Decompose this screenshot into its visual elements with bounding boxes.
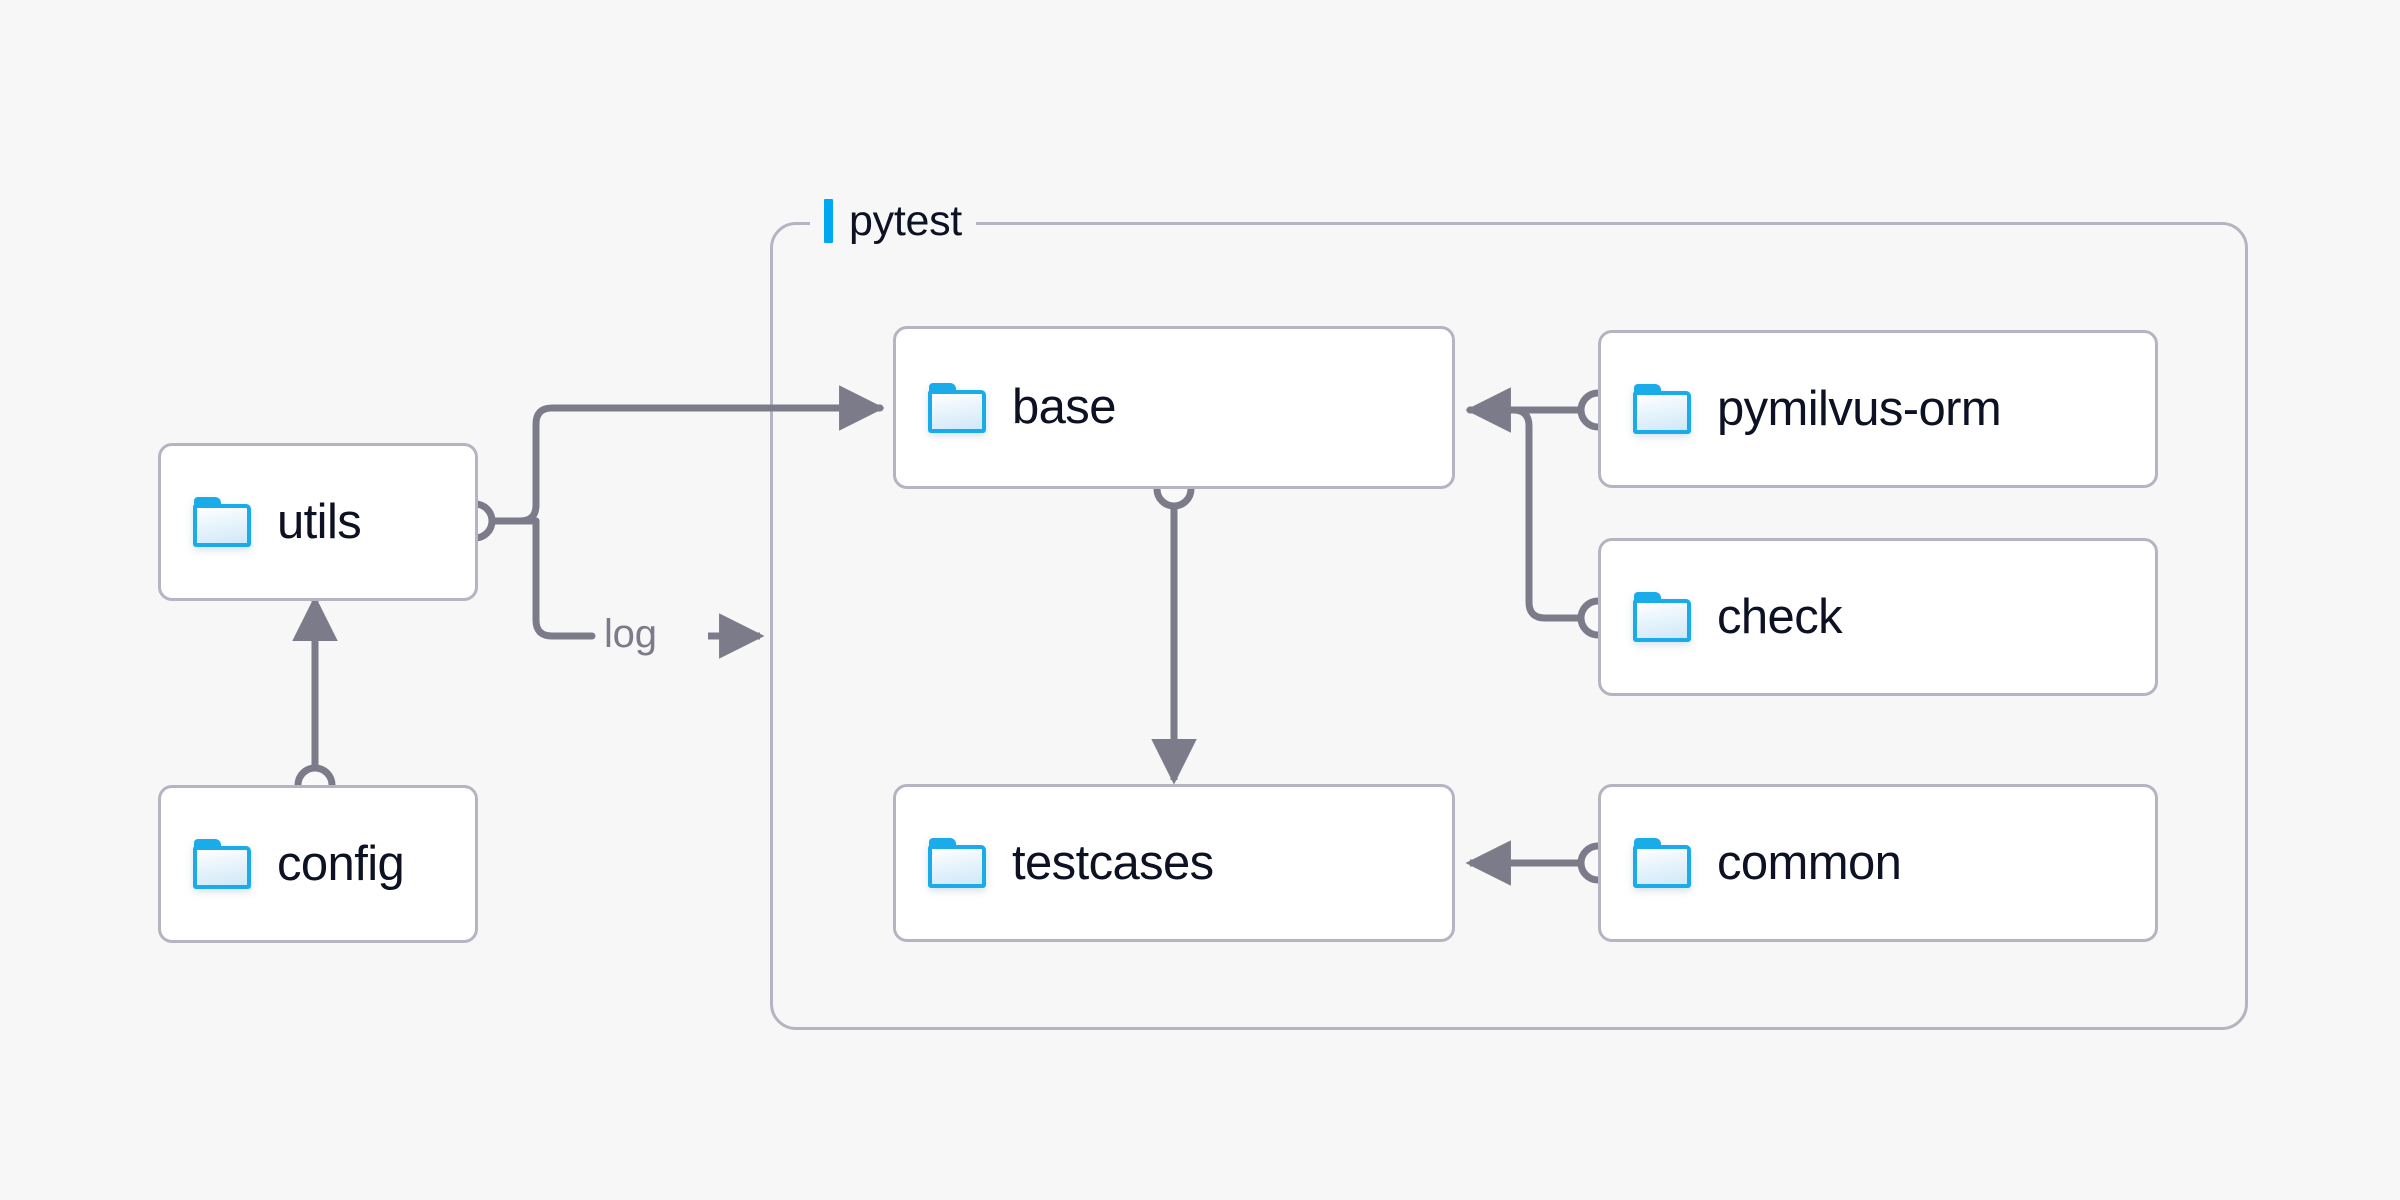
node-label-testcases: testcases <box>1012 835 1214 890</box>
folder-icon <box>1633 838 1691 888</box>
node-pymilvus-orm[interactable]: pymilvus-orm <box>1598 330 2158 488</box>
edge-common-to-testcases <box>1465 840 1619 886</box>
node-utils[interactable]: utils <box>158 443 478 601</box>
folder-icon <box>1633 384 1691 434</box>
node-label-config: config <box>277 836 405 891</box>
node-label-check: check <box>1717 589 1843 644</box>
node-label-common: common <box>1717 835 1902 890</box>
edge-utils-to-base <box>488 385 885 525</box>
node-label-pymilvus-orm: pymilvus-orm <box>1717 381 2002 436</box>
node-label-base: base <box>1012 380 1116 434</box>
folder-icon <box>928 838 986 888</box>
group-container-pytest <box>770 222 2248 1030</box>
node-check[interactable]: check <box>1598 538 2158 696</box>
folder-icon <box>193 839 251 889</box>
folder-icon <box>1633 592 1691 642</box>
node-config[interactable]: config <box>158 785 478 943</box>
edge-check-to-base <box>1466 406 1619 639</box>
node-common[interactable]: common <box>1598 784 2158 942</box>
edge-utils-to-pytest-log <box>516 517 765 659</box>
folder-icon <box>193 497 251 547</box>
accent-bar-icon <box>824 199 833 243</box>
node-base[interactable]: base <box>893 326 1455 489</box>
node-testcases[interactable]: testcases <box>893 784 1455 942</box>
edge-config-to-utils <box>292 595 338 806</box>
folder-icon <box>928 382 986 433</box>
group-label-pytest: pytest <box>810 193 976 249</box>
node-label-utils: utils <box>277 494 362 549</box>
group-title-text: pytest <box>849 196 962 245</box>
edge-base-to-testcases <box>1151 468 1197 785</box>
edge-label-log: log <box>604 612 657 656</box>
